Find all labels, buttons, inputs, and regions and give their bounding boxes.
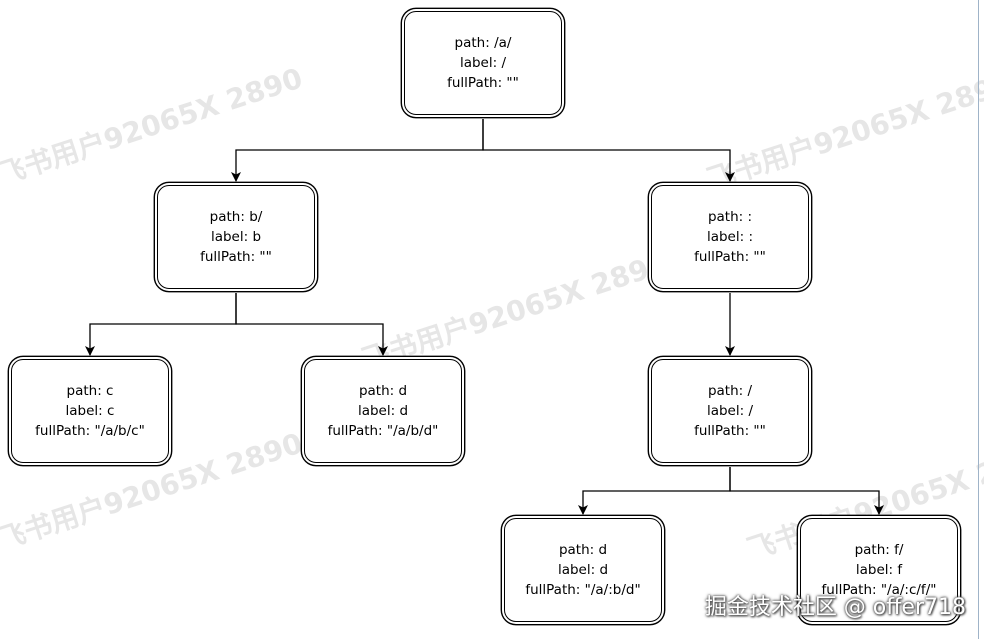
node-fullpath: fullPath: "" <box>694 423 766 439</box>
node-path: path: f/ <box>854 542 904 558</box>
tree-node-d1: path: d label: d fullPath: "/a/b/d" <box>304 359 462 463</box>
node-fullpath: fullPath: "/a/b/d" <box>327 423 439 439</box>
node-label: label: c <box>65 403 115 419</box>
tree-node-slash: path: / label: / fullPath: "" <box>651 359 809 463</box>
node-label: label: b <box>210 229 262 245</box>
node-path: path: c <box>66 383 114 399</box>
node-fullpath: fullPath: "" <box>200 249 272 265</box>
node-path: path: d <box>558 542 608 558</box>
node-label: label: : <box>706 229 754 245</box>
node-path: path: : <box>707 209 753 225</box>
edge-root-to-colon <box>482 119 735 182</box>
edge-root-to-b <box>231 119 484 182</box>
tree-node-c: path: c label: c fullPath: "/a/b/c" <box>11 359 169 463</box>
node-fullpath: fullPath: "" <box>694 249 766 265</box>
canvas-edge-line <box>978 0 979 639</box>
tree-node-b: path: b/ label: b fullPath: "" <box>157 185 315 289</box>
node-path: path: /a/ <box>454 35 512 51</box>
edge-slash-to-d2 <box>578 467 731 515</box>
tree-node-d2: path: d label: d fullPath: "/a/:b/d" <box>504 518 662 622</box>
node-path: path: b/ <box>209 209 263 225</box>
brand-watermark: 掘金技术社区 @ offer718 <box>704 595 966 620</box>
node-label: label: d <box>357 403 409 419</box>
node-label: label: / <box>459 55 507 71</box>
tree-node-root: path: /a/ label: / fullPath: "" <box>404 11 562 115</box>
node-label: label: / <box>706 403 754 419</box>
node-label: label: f <box>855 562 903 578</box>
edge-b-to-d1 <box>235 293 388 356</box>
tree-node-colon: path: : label: : fullPath: "" <box>651 185 809 289</box>
node-fullpath: fullPath: "/a/:c/f/" <box>821 582 937 598</box>
tree-node-f: path: f/ label: f fullPath: "/a/:c/f/" <box>800 518 958 622</box>
node-path: path: d <box>358 383 408 399</box>
edge-slash-to-f <box>729 467 884 515</box>
edge-b-to-c <box>85 293 237 356</box>
node-fullpath: fullPath: "" <box>447 75 519 91</box>
node-path: path: / <box>707 383 753 399</box>
node-fullpath: fullPath: "/a/b/c" <box>35 423 145 439</box>
node-label: label: d <box>557 562 609 578</box>
node-fullpath: fullPath: "/a/:b/d" <box>525 582 641 598</box>
